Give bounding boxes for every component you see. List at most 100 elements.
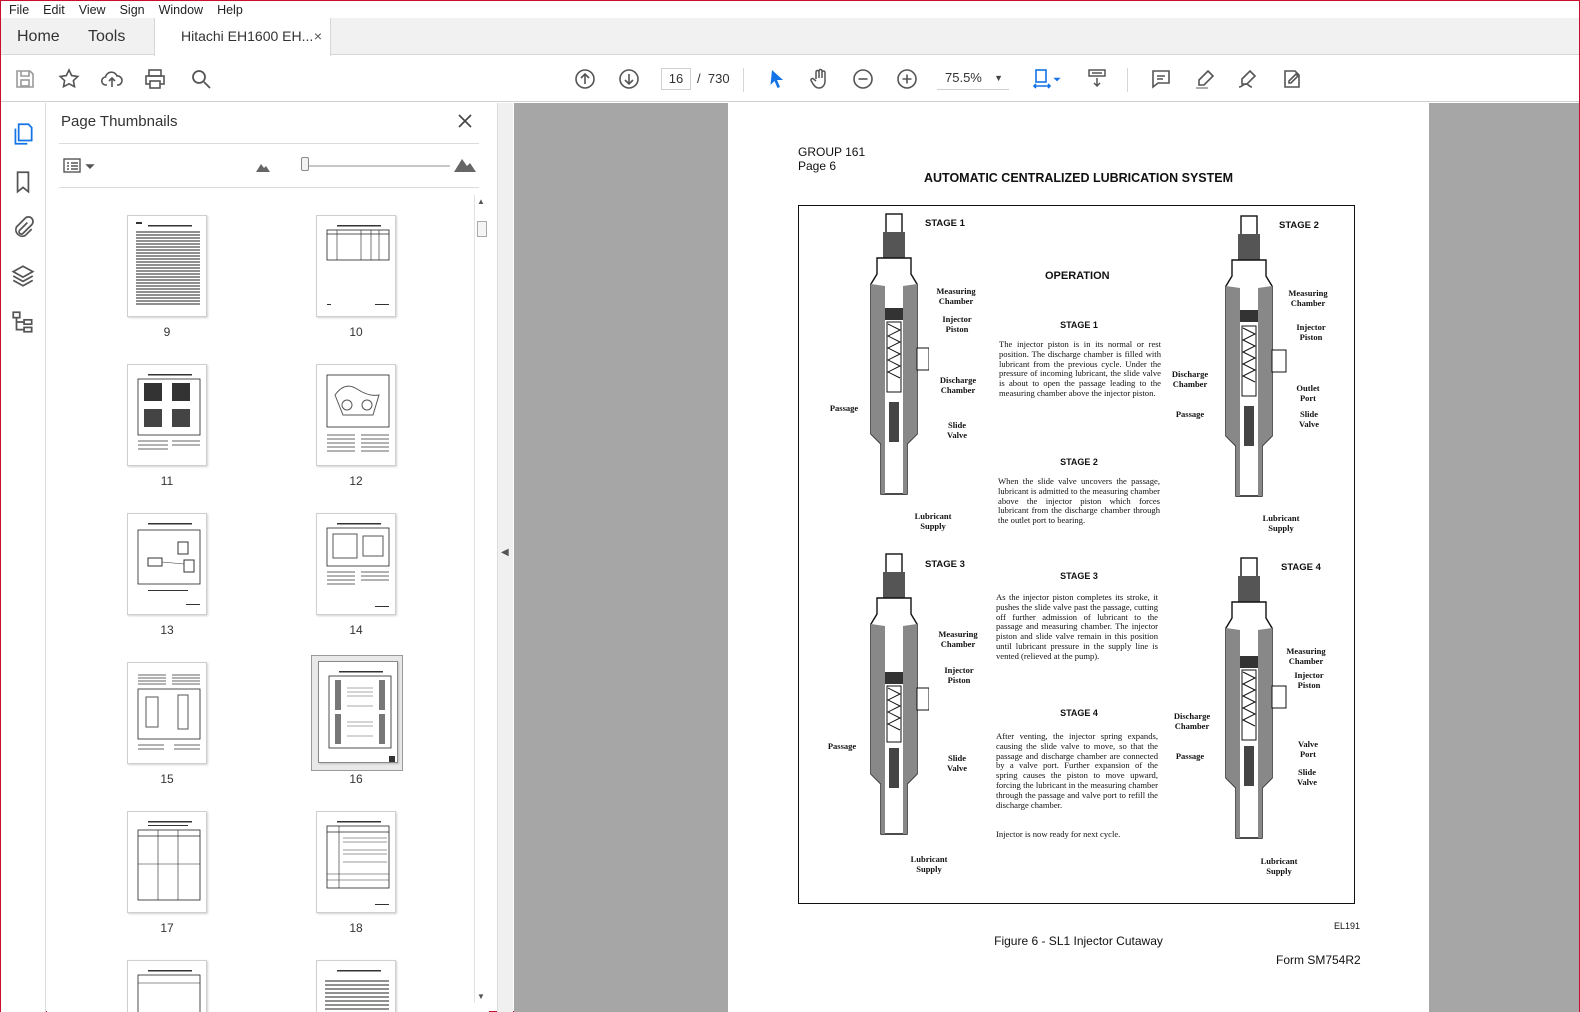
layers-icon[interactable] <box>10 263 36 289</box>
stage1-label: STAGE 1 <box>925 218 965 229</box>
menu-window[interactable]: Window <box>158 2 204 17</box>
part-label: Slide Valve <box>947 753 967 773</box>
part-label: Lubricant Supply <box>910 854 948 874</box>
operation-heading: OPERATION <box>1045 270 1110 282</box>
panel-title: Page Thumbnails <box>61 113 178 130</box>
menu-help[interactable]: Help <box>217 2 243 17</box>
part-label: Slide Valve <box>1299 409 1319 429</box>
thumbnail-page-16[interactable] <box>318 661 398 763</box>
thumbnail-label: 17 <box>160 921 174 935</box>
injector-stage1-drawing <box>870 213 929 495</box>
previous-page-icon[interactable] <box>571 65 599 93</box>
part-label: Injector Piston <box>942 314 972 334</box>
thumbnail-label: 11 <box>160 474 174 488</box>
menu-file[interactable]: File <box>9 2 30 17</box>
navigation-rail <box>1 103 46 1012</box>
thumbnail-page-13[interactable] <box>127 513 207 615</box>
part-label: Slide Valve <box>1297 767 1317 787</box>
attachments-icon[interactable] <box>10 215 36 241</box>
injector-stage2-drawing <box>1225 215 1287 497</box>
chevron-down-icon[interactable] <box>1051 65 1063 93</box>
stage4-label: STAGE 4 <box>1281 562 1321 573</box>
part-label: Lubricant Supply <box>1260 856 1298 876</box>
part-label: Passage <box>1175 409 1205 419</box>
upload-icon[interactable] <box>98 65 126 93</box>
scrolling-mode-icon[interactable] <box>1083 65 1111 93</box>
thumbnail-page-18[interactable] <box>316 811 396 913</box>
thumbnail-page-12[interactable] <box>316 364 396 466</box>
thumbnail-page-15[interactable] <box>127 662 207 764</box>
small-thumbnail-icon[interactable] <box>255 159 271 173</box>
thumbnails-scrollbar[interactable]: ▲ ▼ <box>474 195 487 1003</box>
menu-bar: File Edit View Sign Window Help <box>1 1 1579 18</box>
part-label: Outlet Port <box>1296 383 1320 403</box>
bookmark-star-icon[interactable] <box>55 65 83 93</box>
fill-sign-icon[interactable] <box>1278 65 1306 93</box>
thumbnail-page-11[interactable] <box>127 364 207 466</box>
part-label: Injector Piston <box>944 665 974 685</box>
thumbnail-page-9[interactable] <box>127 215 207 317</box>
thumbnail-label: 16 <box>349 772 363 786</box>
print-icon[interactable] <box>141 65 169 93</box>
toolbar-divider <box>743 68 744 92</box>
divider <box>59 143 479 144</box>
page-number-input[interactable]: 16 <box>661 68 691 90</box>
tab-document-label: Hitachi EH1600 EH... <box>181 28 314 44</box>
options-menu-icon[interactable] <box>63 157 99 175</box>
part-label: Passage <box>827 741 857 751</box>
document-viewport[interactable]: GROUP 161 Page 6 AUTOMATIC CENTRALIZED L… <box>514 103 1579 1012</box>
zoom-out-icon[interactable] <box>849 65 877 93</box>
menu-edit[interactable]: Edit <box>43 2 65 17</box>
large-thumbnail-icon[interactable] <box>453 155 477 173</box>
thumbnail-page-17[interactable] <box>127 811 207 913</box>
comment-icon[interactable] <box>1147 65 1175 93</box>
page-thumbnails-icon[interactable] <box>10 121 36 147</box>
thumbnail-size-slider[interactable] <box>303 165 450 167</box>
fit-page-icon[interactable] <box>1029 65 1057 93</box>
hand-tool-icon[interactable] <box>806 65 834 93</box>
next-page-icon[interactable] <box>615 65 643 93</box>
close-tab-icon[interactable]: × <box>313 28 322 44</box>
slider-handle[interactable] <box>301 157 309 171</box>
zoom-select[interactable]: 75.5% ▼ <box>937 68 1009 90</box>
thumbnail-page-19[interactable] <box>127 960 207 1012</box>
part-label: Discharge Chamber <box>1173 711 1211 731</box>
thumbnail-label: 9 <box>163 325 171 339</box>
tab-document[interactable]: Hitachi EH1600 EH... × <box>154 18 331 56</box>
highlight-pen-icon[interactable] <box>1191 65 1219 93</box>
thumbnail-page-14[interactable] <box>316 513 396 615</box>
document-page: GROUP 161 Page 6 AUTOMATIC CENTRALIZED L… <box>728 103 1429 1012</box>
stage4-heading: STAGE 4 <box>1060 708 1098 718</box>
stage2-text: When the slide valve uncovers the passag… <box>998 476 1160 526</box>
chevron-down-icon: ▼ <box>994 73 1003 83</box>
figure-injector-cutaway: STAGE 1 STAGE 2 STAGE 3 STAGE 4 Measurin… <box>798 205 1355 904</box>
tab-tools[interactable]: Tools <box>88 28 126 45</box>
thumbnail-label: 12 <box>349 474 363 488</box>
thumbnail-label: 14 <box>349 623 363 637</box>
content-tree-icon[interactable] <box>10 309 36 335</box>
ready-text: Injector is now ready for next cycle. <box>996 829 1121 839</box>
thumbnail-label: 18 <box>349 921 363 935</box>
select-cursor-icon[interactable] <box>763 65 791 93</box>
scroll-up-icon[interactable]: ▲ <box>477 197 485 206</box>
thumbnail-page-20[interactable] <box>316 960 396 1012</box>
search-icon[interactable] <box>187 65 215 93</box>
chevron-left-icon: ◀ <box>501 547 509 558</box>
scroll-down-icon[interactable]: ▼ <box>477 992 485 1001</box>
part-label: Discharge Chamber <box>1171 369 1209 389</box>
save-icon[interactable] <box>11 65 39 93</box>
collapse-panel-handle[interactable]: ◀ <box>497 103 513 1012</box>
menu-view[interactable]: View <box>78 2 106 17</box>
part-label: Passage <box>829 403 859 413</box>
tab-home[interactable]: Home <box>17 28 60 45</box>
bookmarks-icon[interactable] <box>10 169 36 195</box>
figure-code: EL191 <box>1334 921 1361 931</box>
menu-sign[interactable]: Sign <box>119 2 145 17</box>
zoom-in-icon[interactable] <box>893 65 921 93</box>
scrollbar-thumb[interactable] <box>477 221 487 237</box>
thumbnail-page-10[interactable] <box>316 215 396 317</box>
thumbnail-label: 10 <box>349 325 363 339</box>
draw-signature-icon[interactable] <box>1234 65 1262 93</box>
close-panel-icon[interactable] <box>455 111 475 131</box>
thumbnail-options <box>59 149 479 185</box>
